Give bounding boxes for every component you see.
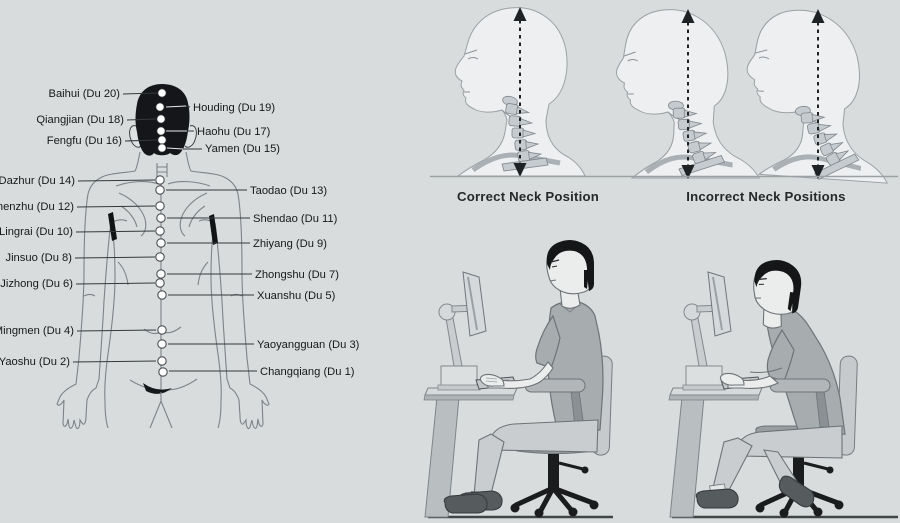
neck-figure-incorrect-2 <box>742 6 888 183</box>
acupoint-label: Yamen (Du 15) <box>205 143 280 155</box>
neck-figure-incorrect-1 <box>609 9 759 179</box>
acupoint-label: Taodao (Du 13) <box>250 185 327 197</box>
leader-lines <box>72 92 257 372</box>
incorrect-caption: Incorrect Neck Positions <box>686 189 845 204</box>
acupoint-label: Yaoshu (Du 2) <box>0 356 70 368</box>
acupoint-label: Baihui (Du 20) <box>48 88 120 100</box>
acupoint-label: Houding (Du 19) <box>193 102 275 114</box>
acupoint-label: Shendao (Du 11) <box>253 213 338 225</box>
acupoint-label: Changqiang (Du 1) <box>260 366 355 378</box>
shading-mark-left <box>108 212 117 241</box>
sitting-person-limbs <box>443 361 599 514</box>
acupoint-label: Qiangjian (Du 18) <box>36 114 124 126</box>
shading-mark-right <box>209 214 218 245</box>
acupoint-label: Zhiyang (Du 9) <box>253 238 327 250</box>
desk-and-monitor <box>423 271 518 518</box>
sitting-posture-correct <box>423 239 614 518</box>
acupoint-dots <box>155 88 168 377</box>
neck-figure-correct <box>455 7 585 177</box>
sitting-person <box>535 239 604 431</box>
acupoint-label: Jizhong (Du 6) <box>0 278 73 290</box>
acupoint-label: Jinsuo (Du 8) <box>5 252 72 264</box>
correct-caption: Correct Neck Position <box>457 189 599 204</box>
ear-left <box>129 125 142 148</box>
sitting-posture-incorrect <box>668 256 898 517</box>
acupoint-label: Mingmen (Du 4) <box>0 325 74 337</box>
acupoint-label: Xuanshu (Du 5) <box>257 290 336 302</box>
sitting-person-leaning <box>747 256 846 437</box>
cervical-spine <box>668 100 726 177</box>
acupoint-labels: Baihui (Du 20) Houding (Du 19) Qiangjian… <box>0 88 360 378</box>
acupoint-label: Haohu (Du 17) <box>197 126 271 138</box>
acupoint-label: Shenzhu (Du 12) <box>0 201 74 213</box>
acupoint-label: Fengfu (Du 16) <box>47 135 123 147</box>
acupoint-label: Lingrai (Du 10) <box>0 226 73 238</box>
neck-position-diagram: Correct Neck Position Incorrect Neck Pos… <box>430 6 898 204</box>
sitting-person-leaning-limbs <box>695 367 843 509</box>
acupoint-label: Zhongshu (Du 7) <box>255 269 339 281</box>
acupoint-label: Dazhur (Du 14) <box>0 175 75 187</box>
acupoint-label: Yaoyangguan (Du 3) <box>257 339 360 351</box>
du-meridian-chart: Baihui (Du 20) Houding (Du 19) Qiangjian… <box>0 84 360 430</box>
